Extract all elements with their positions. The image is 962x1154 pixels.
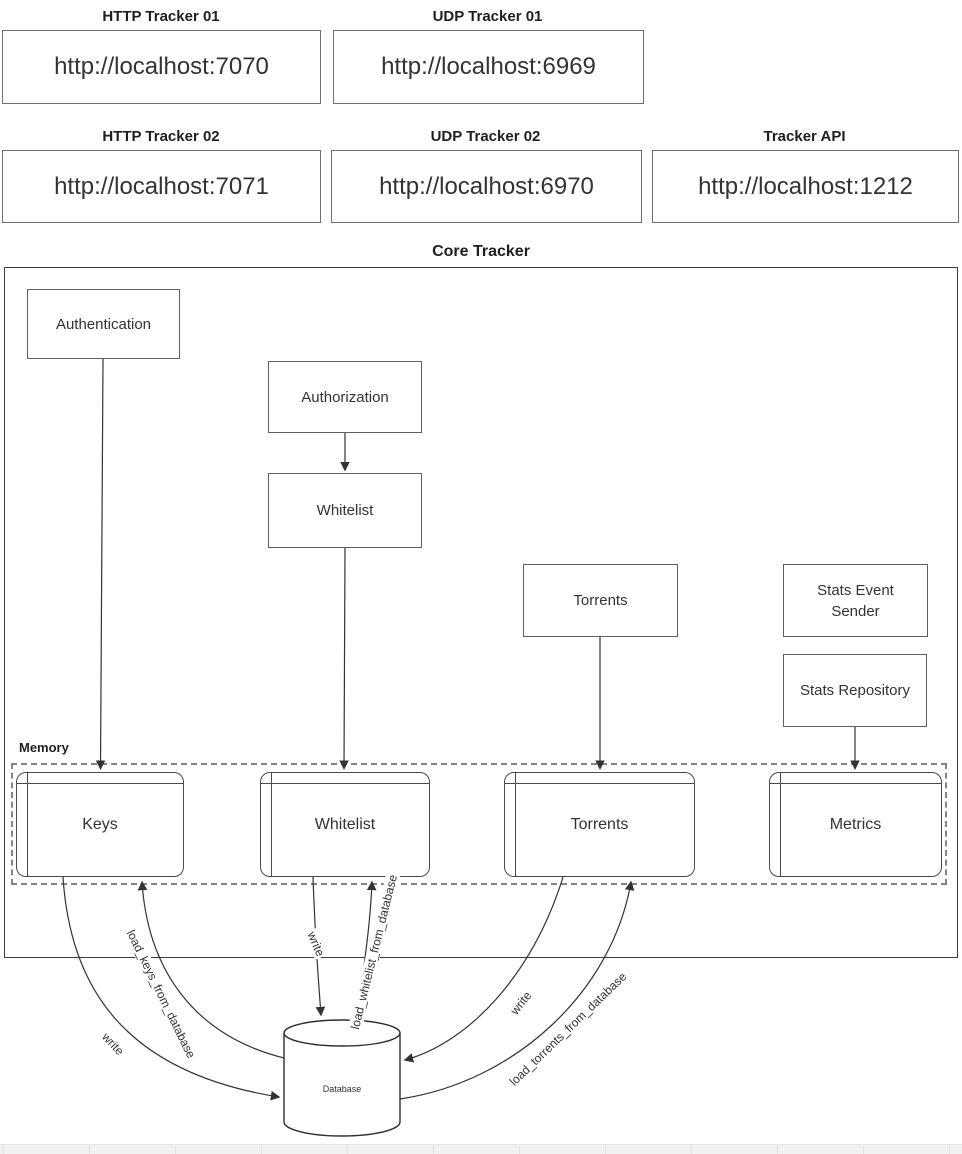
store-metrics-label: Metrics [829, 815, 882, 833]
udp-tracker-01-url: http://localhost:6969 [381, 53, 596, 80]
tracker-api-url: http://localhost:1212 [698, 172, 913, 200]
tracker-api-node: http://localhost:1212 [652, 150, 959, 223]
tracker-api-title: Tracker API [763, 128, 846, 145]
database-cylinder [283, 1019, 401, 1137]
store-keys: Keys [16, 772, 184, 877]
node-stats-repository: Stats Repository [783, 654, 927, 727]
edge-label-torrents-write: write [506, 987, 536, 1019]
http-tracker-02-url: http://localhost:7071 [54, 172, 269, 200]
udp-tracker-02-title: UDP Tracker 02 [430, 128, 541, 145]
store-keys-label: Keys [82, 815, 118, 833]
udp-tracker-02-node: http://localhost:6970 [331, 150, 642, 223]
node-torrents: Torrents [523, 564, 678, 637]
store-whitelist-label: Whitelist [314, 815, 376, 833]
http-tracker-02-node: http://localhost:7071 [2, 150, 321, 223]
memory-group-label: Memory [19, 740, 69, 755]
node-stats-event-sender: Stats Event Sender [783, 564, 928, 637]
edge-label-keys-write: write [97, 1028, 129, 1060]
http-tracker-01-url: http://localhost:7070 [54, 53, 269, 80]
bottom-cutoff-strip [0, 1144, 962, 1154]
store-torrents-label: Torrents [570, 815, 629, 833]
database-label: Database [322, 1084, 362, 1094]
core-tracker-title: Core Tracker [432, 243, 530, 260]
node-whitelist: Whitelist [268, 473, 422, 548]
store-whitelist: Whitelist [260, 772, 430, 877]
store-torrents: Torrents [504, 772, 695, 877]
udp-tracker-01-title: UDP Tracker 01 [432, 8, 543, 25]
http-tracker-01-node: http://localhost:7070 [2, 30, 321, 104]
node-authentication: Authentication [27, 289, 180, 359]
udp-tracker-02-url: http://localhost:6970 [379, 172, 594, 200]
http-tracker-02-title: HTTP Tracker 02 [102, 128, 220, 145]
udp-tracker-01-node: http://localhost:6969 [333, 30, 644, 104]
store-metrics: Metrics [769, 772, 942, 877]
node-authorization: Authorization [268, 361, 422, 433]
http-tracker-01-title: HTTP Tracker 01 [102, 8, 220, 25]
